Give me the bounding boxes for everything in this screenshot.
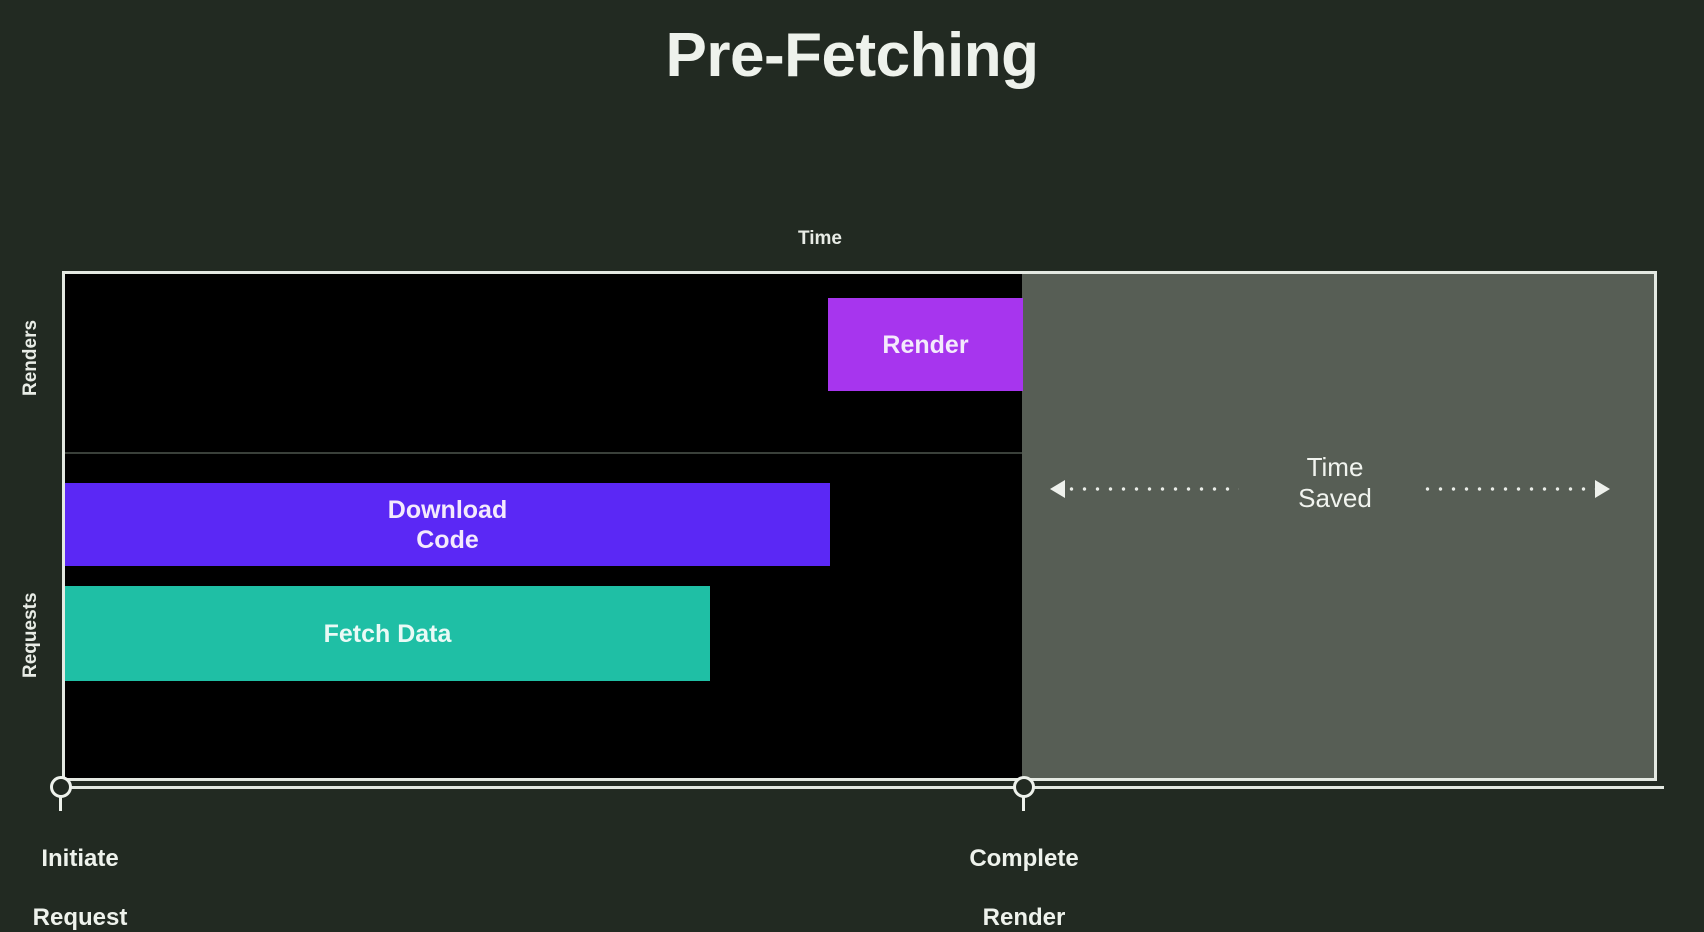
axis-label-requests: Requests xyxy=(20,592,41,678)
time-saved-label: Time Saved xyxy=(1245,452,1425,514)
dotted-line-left xyxy=(1065,487,1239,491)
bar-render[interactable]: Render xyxy=(828,298,1023,391)
bar-download-code[interactable]: Download Code xyxy=(65,483,830,566)
initiate-request-label-line2: Request xyxy=(32,903,128,931)
complete-render-label-line1: Complete xyxy=(969,845,1079,873)
page-title: Pre-Fetching xyxy=(665,21,1039,90)
initiate-request-marker-stem xyxy=(59,795,62,811)
bar-download-code-label-line1: Download xyxy=(387,495,508,524)
row-divider xyxy=(65,452,1022,454)
bar-download-code-label: Download Code xyxy=(388,495,507,555)
complete-render-label-line2: Render xyxy=(982,903,1066,931)
time-saved-label-line2: Saved xyxy=(1298,483,1372,514)
initiate-request-label: Initiate Request xyxy=(0,815,200,932)
time-saved-panel xyxy=(1022,274,1654,778)
complete-render-label: Complete Render xyxy=(924,815,1124,932)
bar-download-code-label-line2: Code xyxy=(416,525,479,554)
time-saved-label-line1: Time xyxy=(1306,452,1364,482)
axis-label-renders: Renders xyxy=(20,319,41,396)
time-axis-caption: Time xyxy=(797,228,842,249)
timeline-baseline xyxy=(56,786,1664,789)
chart-plot-area: Render Download Code Fetch Data Time xyxy=(65,274,1654,778)
arrow-left-icon xyxy=(1050,480,1065,498)
dotted-line-right xyxy=(1421,487,1595,491)
initiate-request-label-line1: Initiate xyxy=(41,845,119,873)
bar-fetch-data-label: Fetch Data xyxy=(323,619,452,648)
bar-fetch-data[interactable]: Fetch Data xyxy=(65,586,710,681)
timeline-chart: Render Download Code Fetch Data Time xyxy=(62,271,1657,781)
slide-root: Pre-Fetching Time Renders Requests Rende… xyxy=(20,21,1664,931)
bar-render-label: Render xyxy=(882,330,969,359)
complete-render-marker-stem xyxy=(1022,795,1025,811)
arrow-right-icon xyxy=(1595,480,1610,498)
time-saved-arrow xyxy=(1050,480,1610,498)
